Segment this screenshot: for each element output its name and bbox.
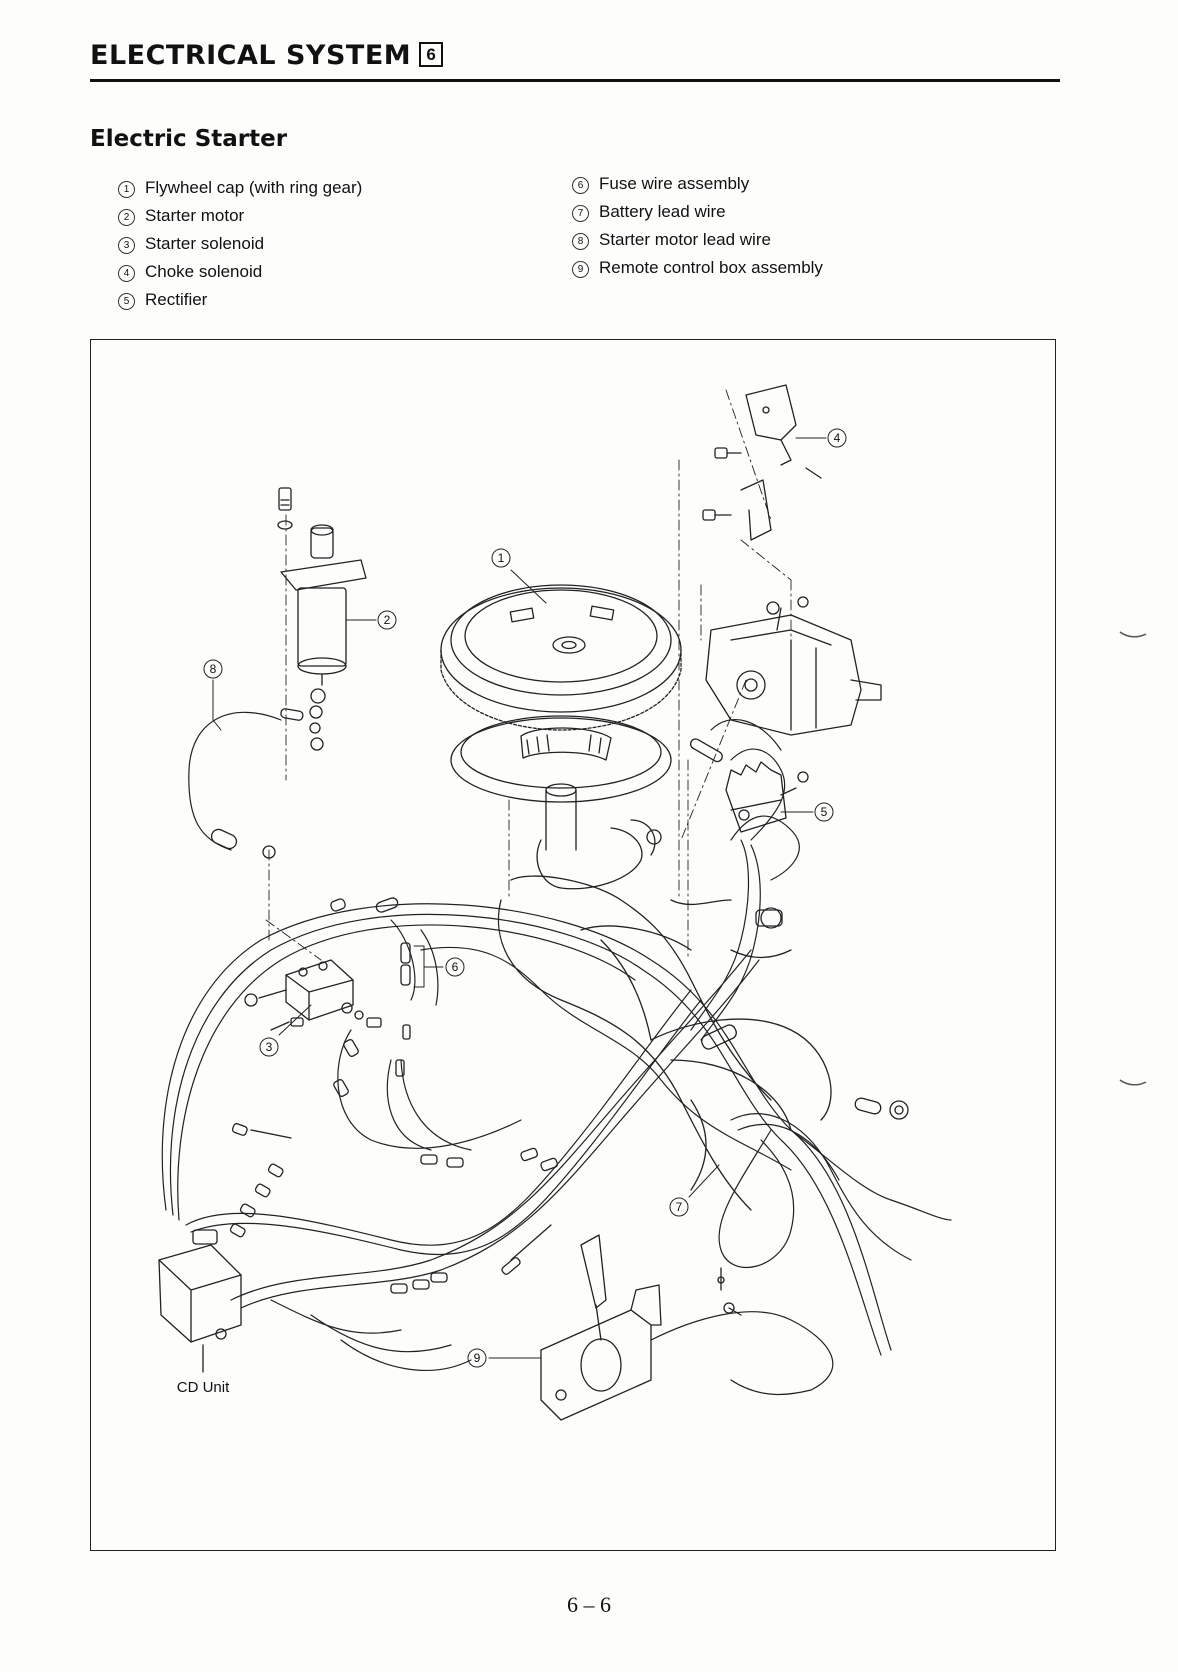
callout-5-label: 5 bbox=[821, 805, 828, 819]
margin-binding-mark bbox=[1118, 1076, 1148, 1088]
callout-8: 8 bbox=[204, 660, 222, 678]
callout-5: 5 bbox=[815, 803, 833, 821]
callout-9: 9 bbox=[468, 1349, 486, 1367]
callout-3-label: 3 bbox=[266, 1040, 273, 1054]
callout-9-label: 9 bbox=[474, 1351, 481, 1365]
callout-6-label: 6 bbox=[452, 960, 459, 974]
fuse-wire-assembly-drawing bbox=[333, 943, 410, 1097]
legend-number: 1 bbox=[118, 181, 135, 198]
flywheel-drawing bbox=[441, 585, 681, 802]
callout-6: 6 bbox=[446, 958, 464, 976]
legend-item: 8 Starter motor lead wire bbox=[572, 226, 823, 254]
legend-number: 3 bbox=[118, 237, 135, 254]
legend-number: 7 bbox=[572, 205, 589, 222]
legend-label: Starter solenoid bbox=[145, 234, 264, 253]
callout-8-label: 8 bbox=[210, 662, 217, 676]
carburetor-drawing bbox=[706, 597, 881, 735]
legend-right-column: 6 Fuse wire assembly 7 Battery lead wire 8… bbox=[572, 170, 823, 282]
callout-2: 2 bbox=[378, 611, 396, 629]
header-title: ELECTRICAL SYSTEM bbox=[90, 40, 411, 71]
alignment-lines bbox=[266, 390, 791, 960]
legend-number: 6 bbox=[572, 177, 589, 194]
legend-item: 4 Choke solenoid bbox=[118, 258, 362, 286]
callout-4: 4 bbox=[828, 429, 846, 447]
legend-item: 5 Rectifier bbox=[118, 286, 362, 314]
legend-item: 3 Starter solenoid bbox=[118, 230, 362, 258]
legend-label: Flywheel cap (with ring gear) bbox=[145, 178, 362, 197]
legend-label: Starter motor lead wire bbox=[599, 230, 771, 249]
callout-3: 3 bbox=[260, 1038, 278, 1056]
callout-4-label: 4 bbox=[834, 431, 841, 445]
callout-1-label: 1 bbox=[498, 551, 505, 565]
exploded-diagram-drawing: 1 2 3 4 5 6 7 bbox=[91, 340, 1055, 1550]
legend-label: Remote control box assembly bbox=[599, 258, 823, 277]
legend-item: 2 Starter motor bbox=[118, 202, 362, 230]
exploded-diagram-figure: 1 2 3 4 5 6 7 bbox=[90, 339, 1056, 1551]
callout-numbers: 1 2 3 4 5 6 7 bbox=[177, 429, 846, 1396]
section-title: Electric Starter bbox=[90, 126, 287, 152]
callout-2-label: 2 bbox=[384, 613, 391, 627]
legend-number: 4 bbox=[118, 265, 135, 282]
chapter-number-box: 6 bbox=[419, 42, 443, 67]
legend-number: 5 bbox=[118, 293, 135, 310]
legend-label: Battery lead wire bbox=[599, 202, 726, 221]
legend-item: 7 Battery lead wire bbox=[572, 198, 823, 226]
legend-label: Choke solenoid bbox=[145, 262, 262, 281]
legend-label: Starter motor bbox=[145, 206, 244, 225]
rectifier-drawing bbox=[689, 737, 808, 832]
callout-7-label: 7 bbox=[676, 1200, 683, 1214]
cd-unit-label: CD Unit bbox=[177, 1379, 230, 1396]
page-header: ELECTRICAL SYSTEM 6 bbox=[90, 40, 1060, 82]
legend-item: 6 Fuse wire assembly bbox=[572, 170, 823, 198]
legend-number: 2 bbox=[118, 209, 135, 226]
legend-label: Fuse wire assembly bbox=[599, 174, 749, 193]
legend-label: Rectifier bbox=[145, 290, 207, 309]
starter-motor-drawing bbox=[278, 488, 366, 750]
margin-binding-mark bbox=[1118, 628, 1148, 640]
legend-number: 8 bbox=[572, 233, 589, 250]
legend-item: 1 Flywheel cap (with ring gear) bbox=[118, 174, 362, 202]
legend-number: 9 bbox=[572, 261, 589, 278]
legend-item: 9 Remote control box assembly bbox=[572, 254, 823, 282]
callout-1: 1 bbox=[492, 549, 510, 567]
page-number: 6 – 6 bbox=[0, 1592, 1178, 1618]
callout-7: 7 bbox=[670, 1198, 688, 1216]
choke-solenoid-drawing bbox=[703, 385, 821, 540]
remote-control-box-drawing bbox=[541, 1235, 741, 1420]
cd-unit-drawing bbox=[159, 1230, 241, 1372]
